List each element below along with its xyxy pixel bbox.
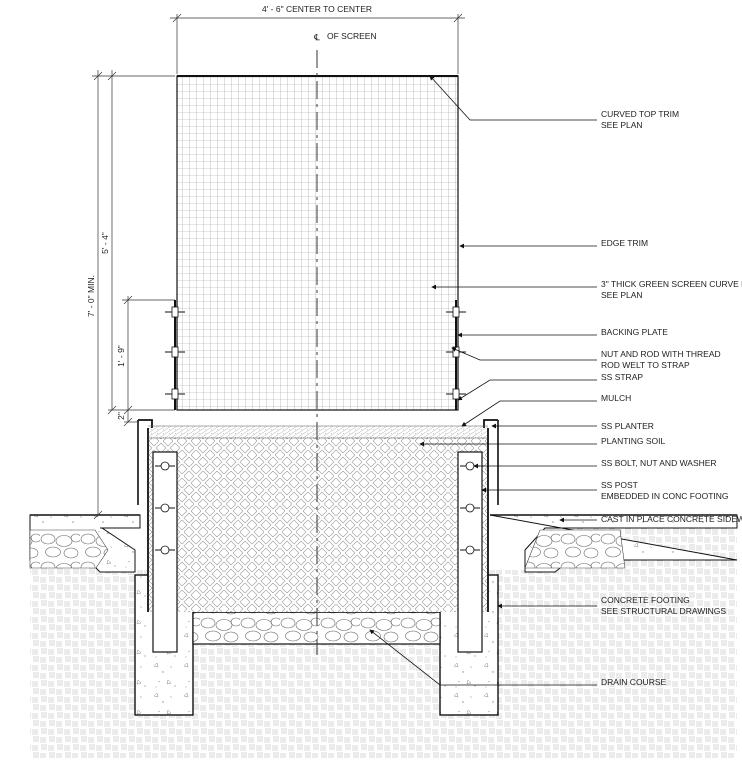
callout-label: SS BOLT, NUT AND WASHER [601, 458, 717, 468]
callout-line: SEE PLAN [601, 290, 643, 300]
dim-strap-spacing: 1' - 9" [116, 345, 126, 367]
backing-plate [171, 346, 179, 358]
centerline-label: OF SCREEN [327, 31, 377, 41]
callout-line: NUT AND ROD WITH THREAD [601, 349, 721, 359]
callout-line: CAST IN PLACE CONCRETE SIDEWALK [601, 514, 742, 524]
dim-strap-offset: 2" [116, 412, 126, 420]
centerline-symbol: ℄ [313, 32, 320, 42]
dimension-lines [92, 13, 465, 520]
callout-line: SS STRAP [601, 372, 643, 382]
ss-bolts [155, 461, 480, 555]
backing-plate [452, 346, 460, 358]
backing-plate [171, 388, 179, 400]
callout-label: DRAIN COURSE [601, 677, 667, 687]
callout-line: CONCRETE FOOTING [601, 595, 690, 605]
callout-leader [461, 400, 597, 427]
callout-label: SS PLANTER [601, 421, 654, 431]
callout-label: PLANTING SOIL [601, 436, 666, 446]
callout-line: SS PLANTER [601, 421, 654, 431]
callout-line: SEE STRUCTURAL DRAWINGS [601, 606, 726, 616]
ss-straps [165, 300, 466, 410]
callout-line: SEE PLAN [601, 120, 643, 130]
bolt-head [160, 461, 170, 471]
callout-label: SS STRAP [601, 372, 643, 382]
callout-line: BACKING PLATE [601, 327, 668, 337]
bolt-head [465, 503, 475, 513]
callout-label: CAST IN PLACE CONCRETE SIDEWALK [601, 514, 742, 524]
callout-line: EMBEDDED IN CONC FOOTING [601, 491, 729, 501]
callout-line: 3" THICK GREEN SCREEN CURVE PANEL [601, 279, 742, 289]
dim-overall-height: 7' - 0" MIN. [86, 275, 96, 317]
backing-plate [171, 306, 179, 318]
bolt-head [160, 503, 170, 513]
callout-line: EDGE TRIM [601, 238, 648, 248]
callout-line: SS POST [601, 480, 638, 490]
callout-leader [457, 379, 597, 401]
callout-line: MULCH [601, 393, 631, 403]
concrete-sidewalk-left [29, 514, 141, 573]
callout-line: SS BOLT, NUT AND WASHER [601, 458, 717, 468]
callout-line: DRAIN COURSE [601, 677, 667, 687]
concrete-sidewalk-right [489, 514, 738, 573]
callout-line: PLANTING SOIL [601, 436, 666, 446]
callout-label: EDGE TRIM [601, 238, 648, 248]
dim-width-top: 4' - 6" CENTER TO CENTER [262, 4, 372, 14]
backing-plate [452, 388, 460, 400]
backing-plate [452, 306, 460, 318]
bolt-head [160, 545, 170, 555]
ss-planter [137, 419, 499, 612]
callout-line: CURVED TOP TRIM [601, 109, 679, 119]
callout-leader [429, 75, 597, 121]
callout-line: ROD WELT TO STRAP [601, 360, 690, 370]
bolt-head [465, 461, 475, 471]
dim-panel-height: 5' - 4" [100, 232, 110, 254]
callout-label: MULCH [601, 393, 631, 403]
callout-leader [369, 629, 597, 686]
callout-leader [451, 347, 597, 361]
callout-label: 3" THICK GREEN SCREEN CURVE PANELSEE PLA… [601, 279, 742, 300]
bolt-head [465, 545, 475, 555]
callout-label: BACKING PLATE [601, 327, 668, 337]
